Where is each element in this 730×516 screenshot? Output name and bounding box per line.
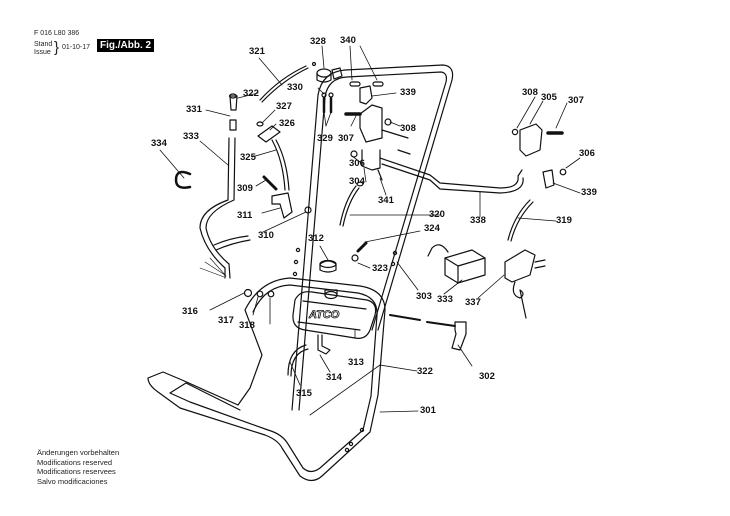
fuel-cap <box>319 259 337 273</box>
brace: } <box>54 39 60 56</box>
note-en: Modifications reserved <box>37 457 113 467</box>
clip-339 <box>359 85 373 105</box>
part-label-p306a: 306 <box>349 158 365 169</box>
part-label-p304: 304 <box>349 176 365 187</box>
part-label-p306b: 306 <box>579 148 595 159</box>
note-fr: Modifications reservees <box>37 467 116 476</box>
part-label-p329: 329 <box>317 133 333 144</box>
washer-323 <box>351 254 359 262</box>
part-label-p330: 330 <box>287 82 303 93</box>
issue-date: 01-10-17 <box>62 44 91 51</box>
throttle-knob <box>316 67 343 83</box>
part-label-p331: 331 <box>186 104 202 115</box>
plug-connector <box>228 93 238 131</box>
part-label-p325: 325 <box>240 152 256 163</box>
part-label-p308b: 308 <box>522 87 538 98</box>
part-label-p323: 323 <box>372 263 388 274</box>
part-label-p328: 328 <box>310 36 326 47</box>
part-label-p340: 340 <box>340 35 356 46</box>
nut-310 <box>304 206 312 214</box>
part-label-p326: 326 <box>279 118 295 129</box>
washer-318 <box>267 290 275 298</box>
cable-bracket <box>256 121 290 191</box>
battery-box <box>427 244 486 284</box>
part-label-p338: 338 <box>470 215 486 226</box>
washer-317 <box>256 290 264 298</box>
issue-label: Issue <box>34 49 51 56</box>
lever-rod <box>389 314 456 327</box>
nut-306-right <box>559 168 567 176</box>
part-label-p339a: 339 <box>400 87 416 98</box>
wire-harness <box>199 137 230 279</box>
part-label-p319: 319 <box>556 215 572 226</box>
bolt-324 <box>356 241 368 253</box>
cable-319 <box>507 199 531 241</box>
part-label-p307a: 307 <box>338 133 354 144</box>
stand-label: Stand <box>34 41 53 48</box>
part-label-p318: 318 <box>239 320 255 331</box>
part-label-p320: 320 <box>429 209 445 220</box>
part-label-p302: 302 <box>479 371 495 382</box>
part-label-p341: 341 <box>378 195 394 206</box>
cable-320 <box>339 185 357 226</box>
part-label-p308a: 308 <box>400 123 416 134</box>
nut-308-right <box>511 128 519 136</box>
part-label-p333b: 333 <box>437 294 453 305</box>
part-label-p322b: 322 <box>417 366 433 377</box>
part-label-p312: 312 <box>308 233 324 244</box>
part-label-p307b: 307 <box>568 95 584 106</box>
pins-340 <box>349 81 361 87</box>
bolt-309 <box>262 175 278 191</box>
fuel-tap <box>317 334 331 355</box>
leader-lines <box>159 45 581 416</box>
part-label-p316: 316 <box>182 306 198 317</box>
part-label-p334: 334 <box>151 138 167 149</box>
modification-notes: Änderungen vorbehalten Modifications res… <box>37 448 119 486</box>
part-label-p327: 327 <box>276 101 292 112</box>
document-number: F 016 L80 386 <box>34 30 80 37</box>
throttle-cable <box>259 65 307 101</box>
part-label-p324: 324 <box>424 223 440 234</box>
part-label-p313: 313 <box>348 357 364 368</box>
part-label-p322a: 322 <box>243 88 259 99</box>
part-label-p305: 305 <box>541 92 557 103</box>
c-clip <box>174 170 192 189</box>
part-label-p315: 315 <box>296 388 312 399</box>
atco-logo: ATCO <box>308 309 340 321</box>
switch-housing <box>359 104 383 143</box>
clip-339-right <box>542 169 555 189</box>
bolts-329 <box>322 96 333 114</box>
part-label-p309: 309 <box>237 183 253 194</box>
part-label-p310: 310 <box>258 230 274 241</box>
part-label-p314: 314 <box>326 372 342 383</box>
part-label-p301: 301 <box>420 405 436 416</box>
nut-316 <box>243 288 253 298</box>
part-label-p311: 311 <box>237 210 253 221</box>
part-label-p321: 321 <box>249 46 265 57</box>
part-label-p339b: 339 <box>581 187 597 198</box>
part-label-p303: 303 <box>416 291 432 302</box>
part-label-p317: 317 <box>218 315 234 326</box>
lever-302 <box>451 321 467 351</box>
upper-handle-frame <box>291 64 454 411</box>
bracket-304 <box>361 149 381 171</box>
note-es: Salvo modificaciones <box>37 476 108 486</box>
fuel-tank <box>292 289 377 339</box>
switch-305 <box>519 123 543 157</box>
bracket-311 <box>271 192 293 219</box>
part-label-p333a: 333 <box>183 131 199 142</box>
lower-handle-frame <box>147 277 386 482</box>
fuel-hose <box>287 344 307 376</box>
note-de: Änderungen vorbehalten <box>37 448 120 457</box>
figure-label: Fig./Abb. 2 <box>97 39 155 52</box>
battery-charger <box>504 249 546 319</box>
control-rod <box>379 157 523 189</box>
part-label-p337: 337 <box>465 297 481 308</box>
